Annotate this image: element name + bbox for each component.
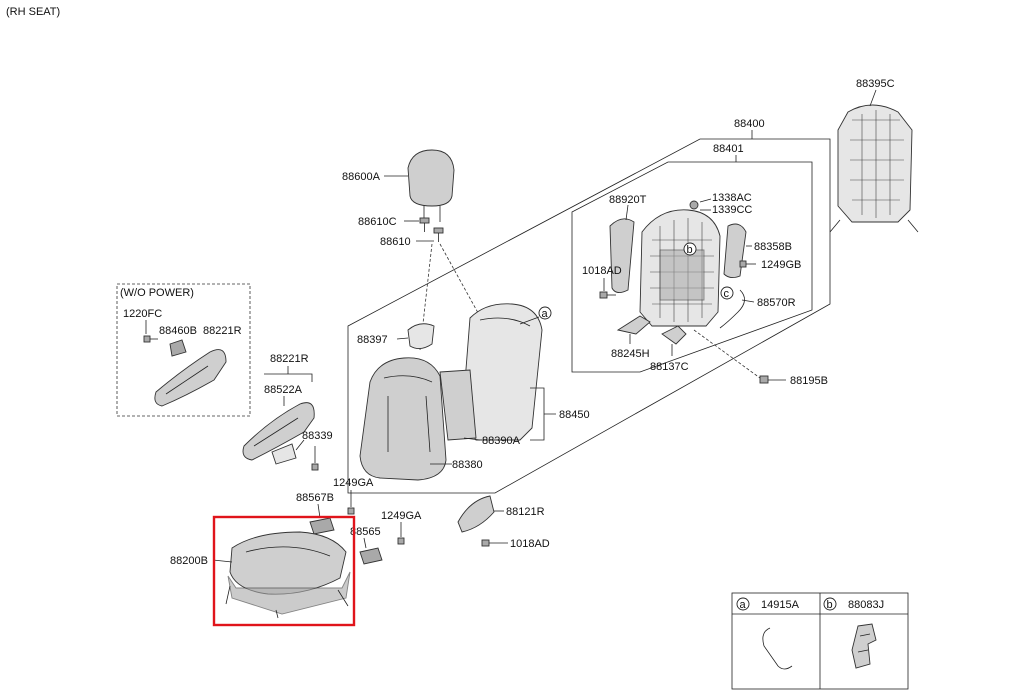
wire-clip-14915A [762,627,793,670]
label-88460B: 88460B [159,325,197,337]
label-88567B: 88567B [296,492,334,504]
seat-cushion-88200B[interactable] [225,531,351,619]
bolt-1220FC [143,335,158,343]
label-88395C: 88395C [856,78,895,90]
legend-b-letter: b [827,599,833,611]
seatback-insert-88390A [439,369,477,441]
legend-table: a 14915A b 88083J [731,592,909,690]
callout-a [538,306,552,320]
wo-power-label: (W/O POWER) [120,287,194,299]
side-cover-88221R-wo [154,349,227,407]
legend-b-part: 88083J [848,599,884,611]
label-88450: 88450 [559,409,590,421]
label-88390A: 88390A [482,435,521,447]
lever-88245H [616,315,651,335]
bolt-1249GA-a [347,490,355,515]
bolt-88195B [759,375,786,384]
callout-b [683,242,697,256]
callout-b-letter: b [687,244,693,256]
label-88195B: 88195B [790,375,828,387]
legend-a-circle [736,597,750,611]
legend-b-circle [823,597,837,611]
label-88400: 88400 [734,118,765,130]
seat-back-assembly-outline [347,138,831,494]
seatback-frame [639,209,721,327]
clip-88083J [851,623,877,669]
bolt-1018AD-bottom [481,539,508,547]
label-88610: 88610 [380,236,411,248]
cover-88397 [407,323,435,349]
headrest-guide-88610C [419,217,430,232]
label-88401: 88401 [713,143,744,155]
label-1249GA-b: 1249GA [381,510,422,522]
label-88920T: 88920T [609,194,647,206]
wire-88570R [719,289,745,329]
label-88245H: 88245H [611,348,650,360]
cover-88565 [359,547,383,565]
label-88358B: 88358B [754,241,792,253]
bolt-1249GA-b [397,522,405,545]
label-88221R-wo: 88221R [203,325,242,337]
headrest-88600A [407,149,455,222]
seatback-pad-88450 [461,303,543,441]
bracket-88137C [661,325,687,345]
label-1249GB: 1249GB [761,259,801,271]
nut-1338AC [689,200,699,210]
seatback-frame-outline [571,161,813,373]
label-88570R: 88570R [757,297,796,309]
legend-a-letter: a [740,599,747,611]
bolt-88339 [311,446,319,471]
cover-88121R [457,495,495,533]
highlight-box [212,515,356,627]
label-1338AC: 1338AC [712,192,752,204]
cover-88567B [309,517,335,535]
callout-a-letter: a [542,308,549,320]
bolt-1018AD-top [599,291,616,299]
label-88121R: 88121R [506,506,545,518]
wo-power-box [116,283,251,417]
bolt-1249GB [739,260,756,268]
diagram-title: (RH SEAT) [6,6,60,18]
label-88610C: 88610C [358,216,397,228]
callout-c [720,286,734,300]
label-88522A: 88522A [264,384,303,396]
label-88137C: 88137C [650,361,689,373]
back-panel-88395C [829,104,919,233]
label-1018AD-bottom: 1018AD [510,538,550,550]
callout-c-letter: c [724,288,730,300]
side-pad-88358B [723,223,747,279]
label-88565: 88565 [350,526,381,538]
label-88200B: 88200B [170,555,208,567]
label-1249GA-a: 1249GA [333,477,374,489]
side-cover-88221R [242,402,315,461]
label-88600A: 88600A [342,171,381,183]
clip-88460B [169,339,187,357]
label-88397: 88397 [357,334,388,346]
cover-88339 [271,443,297,465]
side-pad-88920T [609,218,635,293]
label-88380: 88380 [452,459,483,471]
seatback-cushion-88380 [359,357,447,481]
label-1339CC: 1339CC [712,204,752,216]
label-1018AD-top: 1018AD [582,265,622,277]
legend-a-part: 14915A [761,599,800,611]
label-88221R: 88221R [270,353,309,365]
label-88339: 88339 [302,430,333,442]
headrest-guide-88610 [433,227,444,242]
label-1220FC: 1220FC [123,308,162,320]
